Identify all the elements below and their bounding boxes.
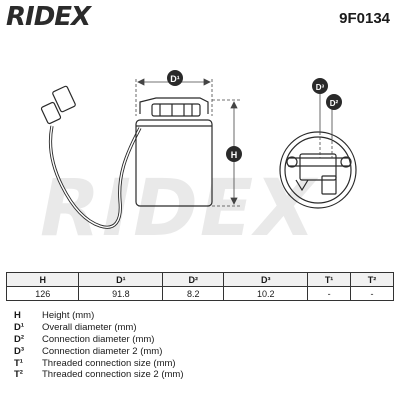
- value-t2: -: [350, 286, 394, 301]
- h-badge: H: [226, 146, 242, 162]
- legend-item: D³ Connection diameter 2 (mm): [8, 345, 308, 357]
- brand-logo: RIDEX: [6, 2, 91, 32]
- legend-symbol: D¹: [14, 322, 25, 334]
- legend-symbol: D²: [14, 333, 25, 345]
- cable-connector-icon: [40, 85, 142, 229]
- part-number: 9F0134: [339, 10, 390, 27]
- legend-symbol: H: [14, 310, 21, 322]
- legend-description: Connection diameter (mm): [42, 333, 155, 345]
- legend-item: T² Threaded connection size 2 (mm): [8, 369, 308, 381]
- legend-item: D¹ Overall diameter (mm): [8, 322, 308, 334]
- legend-item: T¹ Threaded connection size (mm): [8, 357, 308, 369]
- technical-drawing: RIDEX: [0, 36, 400, 264]
- header-d3: D³: [223, 272, 309, 287]
- value-h: 126: [5, 286, 80, 301]
- brand-watermark: RIDEX: [40, 164, 318, 254]
- header-t1: T¹: [307, 272, 352, 287]
- fuel-filter-drawing: D¹ H D³ D²: [40, 70, 357, 229]
- d1-label: D¹: [170, 74, 180, 84]
- legend-symbol: T¹: [14, 357, 23, 369]
- value-d2: 8.2: [162, 286, 225, 301]
- d1-badge: D¹: [167, 70, 183, 86]
- filter-housing-icon: [135, 97, 213, 207]
- d3-label: D³: [316, 83, 325, 92]
- header-t2: T²: [350, 272, 394, 287]
- legend-description: Connection diameter 2 (mm): [42, 345, 163, 357]
- value-d1: 91.8: [78, 286, 164, 301]
- top-view-icon: [279, 131, 357, 209]
- h-label: H: [231, 150, 238, 160]
- legend-description: Height (mm): [42, 310, 95, 322]
- value-d3: 10.2: [223, 286, 309, 301]
- dimension-legend: H Height (mm) D¹ Overall diameter (mm) D…: [8, 310, 308, 381]
- legend-symbol: D³: [14, 345, 25, 357]
- legend-description: Threaded connection size (mm): [42, 357, 176, 369]
- header-h: H: [5, 272, 80, 287]
- legend-item: H Height (mm): [8, 310, 308, 322]
- legend-symbol: T²: [14, 369, 23, 381]
- header-d1: D¹: [78, 272, 164, 287]
- d2-label: D²: [330, 99, 339, 108]
- value-t1: -: [307, 286, 352, 301]
- legend-item: D² Connection diameter (mm): [8, 334, 308, 346]
- spec-table: H D¹ D² D³ T¹ T² 126 91.8 8.2 10.2 - -: [5, 272, 394, 301]
- legend-description: Threaded connection size 2 (mm): [42, 369, 184, 381]
- spec-table-value-row: 126 91.8 8.2 10.2 - -: [5, 286, 394, 301]
- d3-badge: D³: [312, 78, 328, 94]
- header-d2: D²: [162, 272, 225, 287]
- spec-table-header-row: H D¹ D² D³ T¹ T²: [5, 272, 394, 287]
- d3-d2-dimension-lines: [319, 94, 333, 158]
- d2-badge: D²: [326, 94, 342, 110]
- legend-description: Overall diameter (mm): [42, 322, 137, 334]
